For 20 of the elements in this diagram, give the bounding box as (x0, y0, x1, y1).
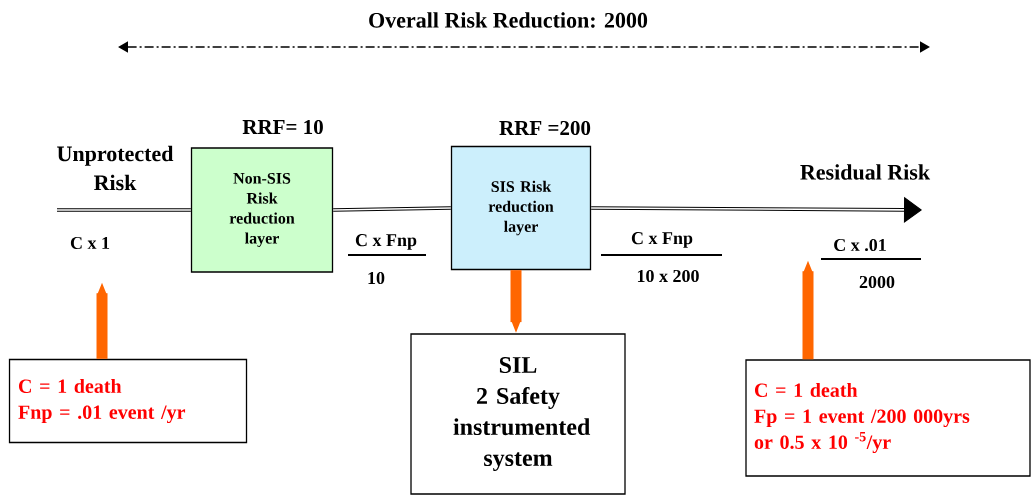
rrf-label: RRF= 10 (242, 119, 323, 135)
connector-line (56, 208, 192, 212)
title: Overall Risk Reduction: 2000 (369, 12, 648, 28)
arrow (590, 197, 922, 223)
system-box: SIL 2 Safety instrumented system (410, 333, 626, 495)
formula-text: 10 x 200 (637, 269, 699, 283)
process-box: SIS Risk reduction layer (450, 145, 592, 271)
formula-text: C x Fnp (631, 232, 693, 248)
formula-text: 10 (368, 271, 385, 285)
note-box: C = 1 death Fnp = .01 event /yr (8, 358, 248, 444)
formula-text: 2000 (859, 275, 895, 289)
note-box: C = 1 death Fp = 1 event /200 000yrs or 0.5 x 10 $^{-5}$/yr (745, 359, 1031, 477)
risk-label: Residual Risk (800, 164, 931, 180)
rrf-label: RRF =200 (499, 120, 591, 136)
formula-text: C x .01 (834, 238, 886, 252)
formula-text: C x Fnp (355, 234, 417, 250)
formula-text: C x 1 (70, 236, 110, 250)
connector-line (332, 206, 452, 212)
risk-label: Unprotected Risk (57, 145, 174, 191)
process-box: Non-SIS Risk reduction layer (190, 147, 334, 273)
